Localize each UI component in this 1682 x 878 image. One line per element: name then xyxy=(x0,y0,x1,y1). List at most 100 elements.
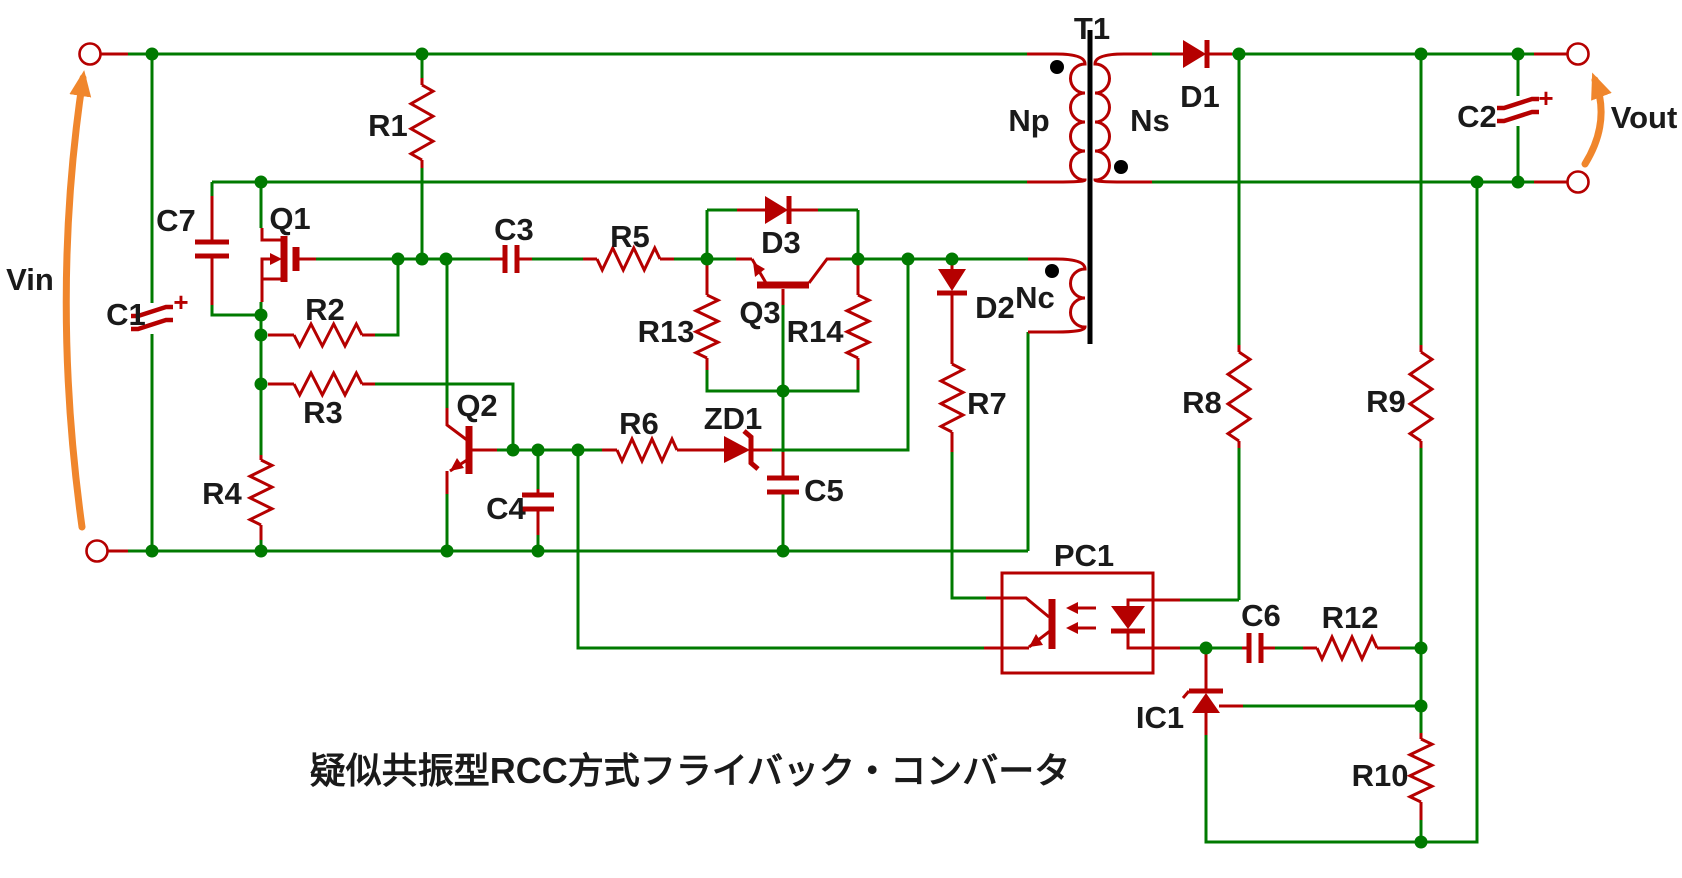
zener-zd1-cathode-bar xyxy=(742,429,760,471)
terminals xyxy=(78,42,1590,563)
capacitor-c6 xyxy=(1246,633,1264,663)
component-leads xyxy=(101,52,1567,820)
light-arrow-top-icon xyxy=(1066,602,1078,614)
diode-d1 xyxy=(1183,40,1206,68)
label-r10: R10 xyxy=(1352,758,1409,793)
diode-d2 xyxy=(938,269,966,291)
label-r4: R4 xyxy=(202,476,242,511)
capacitor-c3 xyxy=(502,245,520,273)
pc1-leads xyxy=(984,596,1180,650)
optocoupler-pc1 xyxy=(1000,571,1155,675)
shunt-regulator-ic1-triangle xyxy=(1192,693,1220,713)
resistor-r9 xyxy=(1407,350,1435,443)
wire-pc1-out xyxy=(1180,598,1421,650)
label-pc1: PC1 xyxy=(1054,538,1114,573)
winding-ns xyxy=(1093,52,1152,184)
page-title: 疑似共振型RCC方式フライバック・コンバータ xyxy=(310,750,1071,791)
capacitor-c5 xyxy=(767,475,799,495)
capacitors xyxy=(131,96,1539,663)
ns-phase-dot xyxy=(1114,160,1128,174)
label-c1: C1 xyxy=(106,297,146,332)
terminal-vout-negative xyxy=(1566,170,1590,194)
resistor-r7 xyxy=(937,362,967,434)
r13-r14-leads xyxy=(705,262,860,370)
transistor-q3-emitter-arrow xyxy=(753,262,765,277)
diode-d3 xyxy=(765,196,788,224)
label-ns: Ns xyxy=(1130,103,1170,138)
q1-leads xyxy=(260,228,316,302)
label-r7: R7 xyxy=(967,386,1007,421)
mosfet-q1-arrow xyxy=(270,253,282,265)
label-q3: Q3 xyxy=(739,295,780,330)
label-r13: R13 xyxy=(638,314,695,349)
label-r12: R12 xyxy=(1322,600,1379,635)
label-r5: R5 xyxy=(610,219,650,254)
resistor-r3 xyxy=(292,369,364,399)
wire-r7-pc1 xyxy=(950,452,986,600)
capacitor-c4 xyxy=(522,492,554,512)
resistor-r2 xyxy=(292,320,364,350)
wire-drain-line xyxy=(210,180,1027,551)
label-vout: Vout xyxy=(1611,100,1678,135)
label-c6: C6 xyxy=(1241,598,1281,633)
light-arrow-bottom-icon xyxy=(1066,622,1078,634)
capacitor-c7 xyxy=(195,239,229,259)
resistor-r13 xyxy=(692,293,722,360)
resistor-r1 xyxy=(407,83,437,162)
transistors xyxy=(270,236,1056,649)
label-d1: D1 xyxy=(1180,79,1220,114)
diodes xyxy=(724,40,1223,713)
np-phase-dot xyxy=(1050,60,1064,74)
label-c2: C2 xyxy=(1457,99,1497,134)
zener-zd1 xyxy=(724,436,750,463)
label-d3: D3 xyxy=(761,225,801,260)
c1-polarity-mark: + xyxy=(173,287,188,317)
label-c4: C4 xyxy=(486,491,526,526)
label-np: Np xyxy=(1008,103,1049,138)
terminal-vin-positive xyxy=(78,42,102,66)
r8-leads xyxy=(1153,345,1241,602)
wire-divider xyxy=(1243,648,1423,842)
wire-r3-branch xyxy=(375,382,515,450)
label-vin: Vin xyxy=(6,262,54,297)
annotations xyxy=(62,70,1612,531)
label-c7: C7 xyxy=(156,203,196,238)
c2-polarity-mark: + xyxy=(1538,83,1553,113)
label-ic1: IC1 xyxy=(1136,700,1184,735)
resistor-r4 xyxy=(246,458,276,527)
capacitor-c1-electrolytic xyxy=(131,304,173,332)
label-r2: R2 xyxy=(305,292,345,327)
resistors xyxy=(246,83,1436,804)
transistor-q2-emitter-arrow xyxy=(450,458,464,471)
resistor-r12 xyxy=(1315,633,1379,663)
junction-dots xyxy=(145,47,1525,849)
resistor-r6 xyxy=(615,435,679,465)
resistor-r14 xyxy=(843,293,873,360)
wire-zd1-line xyxy=(772,259,910,452)
winding-nc xyxy=(1028,257,1087,334)
resistor-r8 xyxy=(1225,350,1253,443)
light-arrow-lines xyxy=(1078,606,1096,630)
label-r6: R6 xyxy=(619,406,659,441)
label-r8: R8 xyxy=(1182,385,1222,420)
label-c3: C3 xyxy=(494,212,534,247)
wire-ic1-return xyxy=(1204,182,1479,844)
optocoupler-emitter-arrow xyxy=(1029,634,1043,647)
wire-r2-branch xyxy=(375,259,400,337)
label-zd1: ZD1 xyxy=(704,401,763,436)
terminal-vin-negative xyxy=(85,539,109,563)
label-nc: Nc xyxy=(1015,280,1055,315)
label-r1: R1 xyxy=(368,108,408,143)
nc-phase-dot xyxy=(1045,264,1059,278)
wire-d3-loop xyxy=(705,208,860,259)
label-r9: R9 xyxy=(1366,384,1406,419)
vout-arrow-icon xyxy=(1581,72,1612,168)
labels: Vin Vout T1 Np Ns Nc D1 C2 R1 C7 Q1 C1 R… xyxy=(6,11,1677,793)
wire-feedback-emitter xyxy=(576,450,984,650)
label-q2: Q2 xyxy=(456,388,497,423)
optocoupler-box xyxy=(1000,571,1155,675)
wires xyxy=(128,52,1534,844)
label-t1: T1 xyxy=(1074,11,1110,46)
